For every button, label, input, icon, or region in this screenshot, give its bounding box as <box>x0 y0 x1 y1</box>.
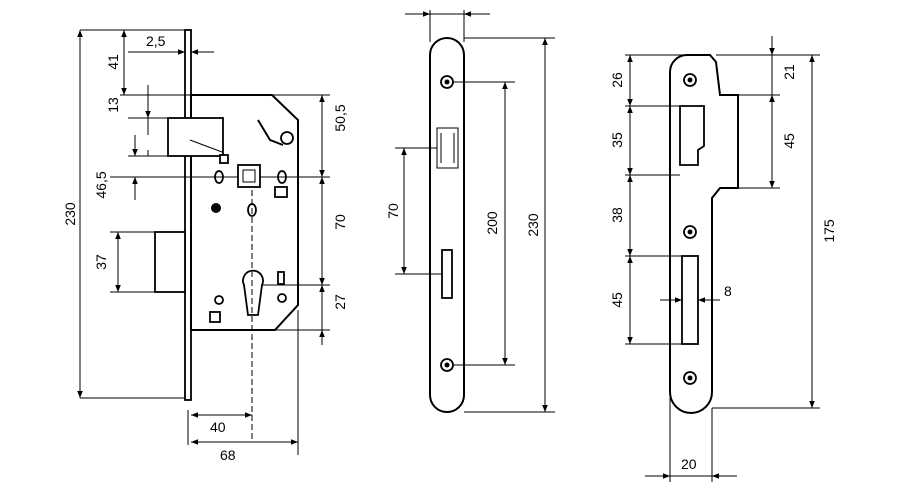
dim-faceplate-spacing: 70 <box>385 203 401 219</box>
dim-top-to-follower-right: 50,5 <box>332 104 348 131</box>
dead-bolt <box>154 231 186 293</box>
follower-square <box>237 164 261 188</box>
dim-strike-width: 20 <box>681 456 697 472</box>
dim-cylinder-to-bottom: 27 <box>332 294 348 310</box>
dim-latch-height: 13 <box>105 97 121 113</box>
lever-arm <box>257 119 284 146</box>
strike-latch-opening <box>679 105 705 166</box>
latch-opening <box>436 127 459 169</box>
case-hole <box>277 293 287 303</box>
faceplate-outline <box>429 37 465 413</box>
dim-top-to-latch: 41 <box>105 54 121 70</box>
dim-strike-right-latch: 45 <box>781 133 797 149</box>
dim-strike-latch-to-screw: 38 <box>609 207 625 223</box>
case-hole <box>214 295 224 305</box>
follower-inner <box>242 169 256 183</box>
bolt-opening <box>441 249 453 299</box>
dim-strike-latch-height: 35 <box>609 132 625 148</box>
dim-lock-overall-height: 230 <box>62 202 78 226</box>
case-rivet <box>211 203 221 213</box>
dim-follower-to-cylinder: 70 <box>332 214 348 230</box>
dim-lock-depth: 68 <box>220 447 236 463</box>
case-tab <box>209 311 221 323</box>
dim-faceplate-screw-spacing: 200 <box>484 211 500 235</box>
dim-strike-right-top: 21 <box>781 64 797 80</box>
cylinder-cutout <box>242 269 264 316</box>
case-tab <box>277 271 285 285</box>
dim-strike-slot-width: 8 <box>724 283 732 299</box>
lever-pivot <box>280 131 294 145</box>
dim-deadbolt-height: 37 <box>93 254 109 270</box>
dim-faceplate-overall-height: 230 <box>525 213 541 237</box>
dim-strike-bolt-slot-height: 45 <box>609 292 625 308</box>
dim-strike-overall-height: 175 <box>821 219 837 243</box>
dim-latch-to-follower: 46,5 <box>93 171 109 198</box>
latch-bolt <box>167 117 224 157</box>
dim-strike-top-to-latch: 26 <box>609 72 625 88</box>
case-tab <box>219 154 229 164</box>
dim-faceplate-thickness: 2,5 <box>146 33 166 49</box>
strike-bolt-opening <box>681 255 699 345</box>
strike-plate-view: 26 35 38 45 21 45 175 8 <box>609 36 837 482</box>
case-tab <box>274 186 288 198</box>
dim-backset: 40 <box>210 419 226 435</box>
lock-body-view: 2,5 230 41 13 46,5 37 <box>62 29 348 463</box>
strike-plate-outline <box>668 53 739 414</box>
faceplate-view: 70 200 230 <box>385 10 555 413</box>
